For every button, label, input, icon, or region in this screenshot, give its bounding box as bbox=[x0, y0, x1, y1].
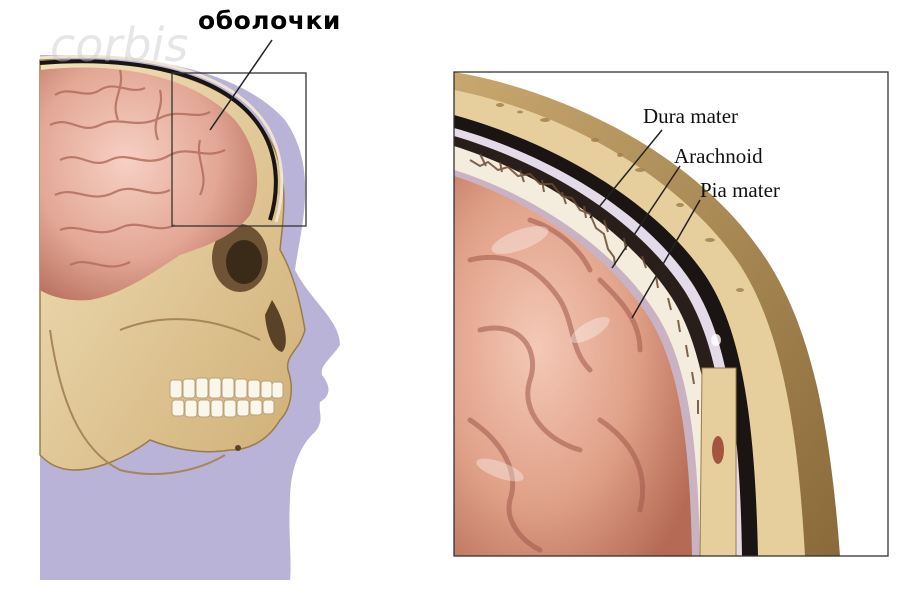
label-pia-mater: Pia mater bbox=[700, 178, 780, 203]
page-title: оболочки bbox=[196, 6, 343, 35]
label-dura-mater: Dura mater bbox=[643, 104, 738, 129]
detail-panel bbox=[454, 72, 888, 556]
teeth bbox=[170, 378, 283, 417]
label-arachnoid: Arachnoid bbox=[674, 144, 763, 169]
watermark: corbis bbox=[50, 18, 188, 72]
